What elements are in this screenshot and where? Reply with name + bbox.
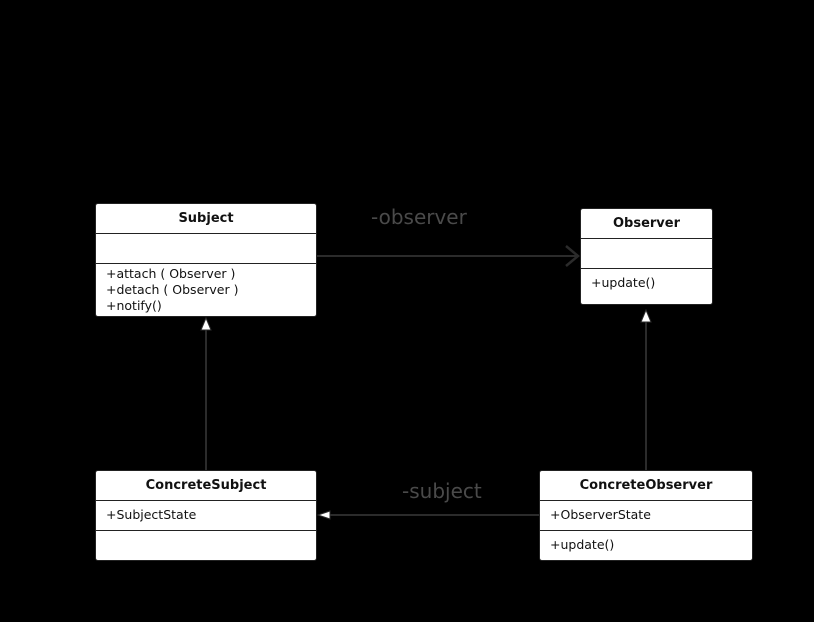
attributes-compartment: +SubjectState <box>96 501 316 531</box>
association-concreteobserver-concretesubject <box>316 510 540 520</box>
class-name: Observer <box>581 209 712 239</box>
operation: +update() <box>591 275 656 290</box>
class-observer[interactable]: Observer +update() <box>580 208 713 305</box>
generalization-concreteobserver-observer <box>640 308 652 470</box>
attributes-compartment <box>96 234 316 264</box>
class-concretesubject[interactable]: ConcreteSubject +SubjectState <box>95 470 317 561</box>
operation: +detach ( Observer ) <box>106 282 239 297</box>
class-name: ConcreteSubject <box>96 471 316 501</box>
class-subject[interactable]: Subject +attach ( Observer ) +detach ( O… <box>95 203 317 317</box>
attribute: +SubjectState <box>106 507 197 522</box>
generalization-concretesubject-subject <box>200 316 212 470</box>
observer-role-label: -observer <box>371 205 467 229</box>
operations-compartment: +attach ( Observer ) +detach ( Observer … <box>96 264 316 316</box>
operations-compartment <box>96 531 316 535</box>
operation: +update() <box>550 537 615 552</box>
class-concreteobserver[interactable]: ConcreteObserver +ObserverState +update(… <box>539 470 753 561</box>
association-subject-observer <box>316 245 580 267</box>
attributes-compartment: +ObserverState <box>540 501 752 531</box>
operations-compartment: +update() <box>581 269 712 293</box>
attribute: +ObserverState <box>550 507 651 522</box>
operation: +notify() <box>106 298 162 313</box>
attributes-compartment <box>581 239 712 269</box>
class-name: Subject <box>96 204 316 234</box>
operations-compartment: +update() <box>540 531 752 555</box>
subject-role-label: -subject <box>402 479 482 503</box>
operation: +attach ( Observer ) <box>106 266 236 281</box>
class-name: ConcreteObserver <box>540 471 752 501</box>
